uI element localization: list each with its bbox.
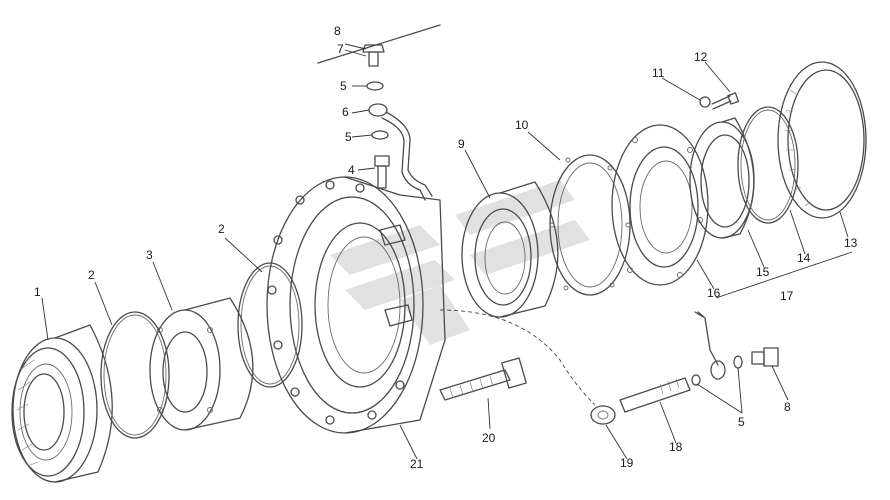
part-2-o-ring-right	[237, 262, 303, 388]
callout-12: 12	[694, 50, 708, 64]
part-19-nut	[590, 405, 616, 425]
callout-10: 10	[515, 118, 529, 132]
callout-16: 16	[707, 286, 721, 300]
callout-6: 6	[342, 105, 349, 119]
part-1-roller-bearing	[11, 324, 113, 483]
callout-7: 7	[337, 42, 344, 56]
callout-18: 18	[669, 440, 683, 454]
part-8-banjo-bolt-right	[751, 347, 779, 367]
callout-13: 13	[844, 236, 858, 250]
callout-20: 20	[482, 431, 496, 445]
callout-21: 21	[410, 457, 424, 471]
part-20-stud-bolt	[439, 357, 527, 401]
assembly-trace	[439, 309, 596, 406]
part-5-washer-b	[371, 130, 389, 140]
part-10-gasket	[549, 154, 631, 296]
callout-1: 1	[34, 285, 41, 299]
part-pipe-right	[694, 311, 726, 380]
part-7-washer-top	[317, 24, 441, 64]
part-21-wheel-hub	[266, 176, 446, 434]
part-11-washer	[699, 96, 711, 108]
part-14-snap-ring	[737, 106, 799, 224]
part-3-bearing-cover	[149, 297, 254, 431]
callout-2-left: 2	[88, 268, 95, 282]
part-5-washer-a	[366, 81, 384, 91]
part-2-o-ring-left	[100, 311, 170, 439]
callout-5-a: 5	[340, 79, 347, 93]
part-16-flange-cover	[611, 124, 709, 286]
part-5-washer-c	[691, 355, 743, 386]
part-4-nipple	[374, 155, 390, 189]
part-18-bolt	[619, 377, 691, 413]
part-13-toothed-ring	[777, 61, 867, 219]
callout-8-right: 8	[784, 400, 791, 414]
callout-9: 9	[458, 137, 465, 151]
callout-11: 11	[652, 66, 665, 80]
part-6-pipe-fitting	[368, 103, 433, 201]
leader-lines	[41, 43, 853, 460]
callout-2-right: 2	[218, 222, 225, 236]
callout-14: 14	[797, 251, 811, 265]
part-12-bolt	[711, 92, 740, 110]
callout-17: 17	[780, 289, 794, 303]
callout-15: 15	[756, 265, 770, 279]
callout-4: 4	[348, 163, 355, 177]
callout-5-b: 5	[345, 130, 352, 144]
callout-8-top: 8	[334, 24, 341, 38]
callout-5-c: 5	[738, 415, 745, 429]
part-15-seal	[689, 117, 755, 239]
callout-19: 19	[620, 456, 634, 470]
part-9-outer-bearing	[461, 181, 559, 318]
callout-3: 3	[146, 248, 153, 262]
